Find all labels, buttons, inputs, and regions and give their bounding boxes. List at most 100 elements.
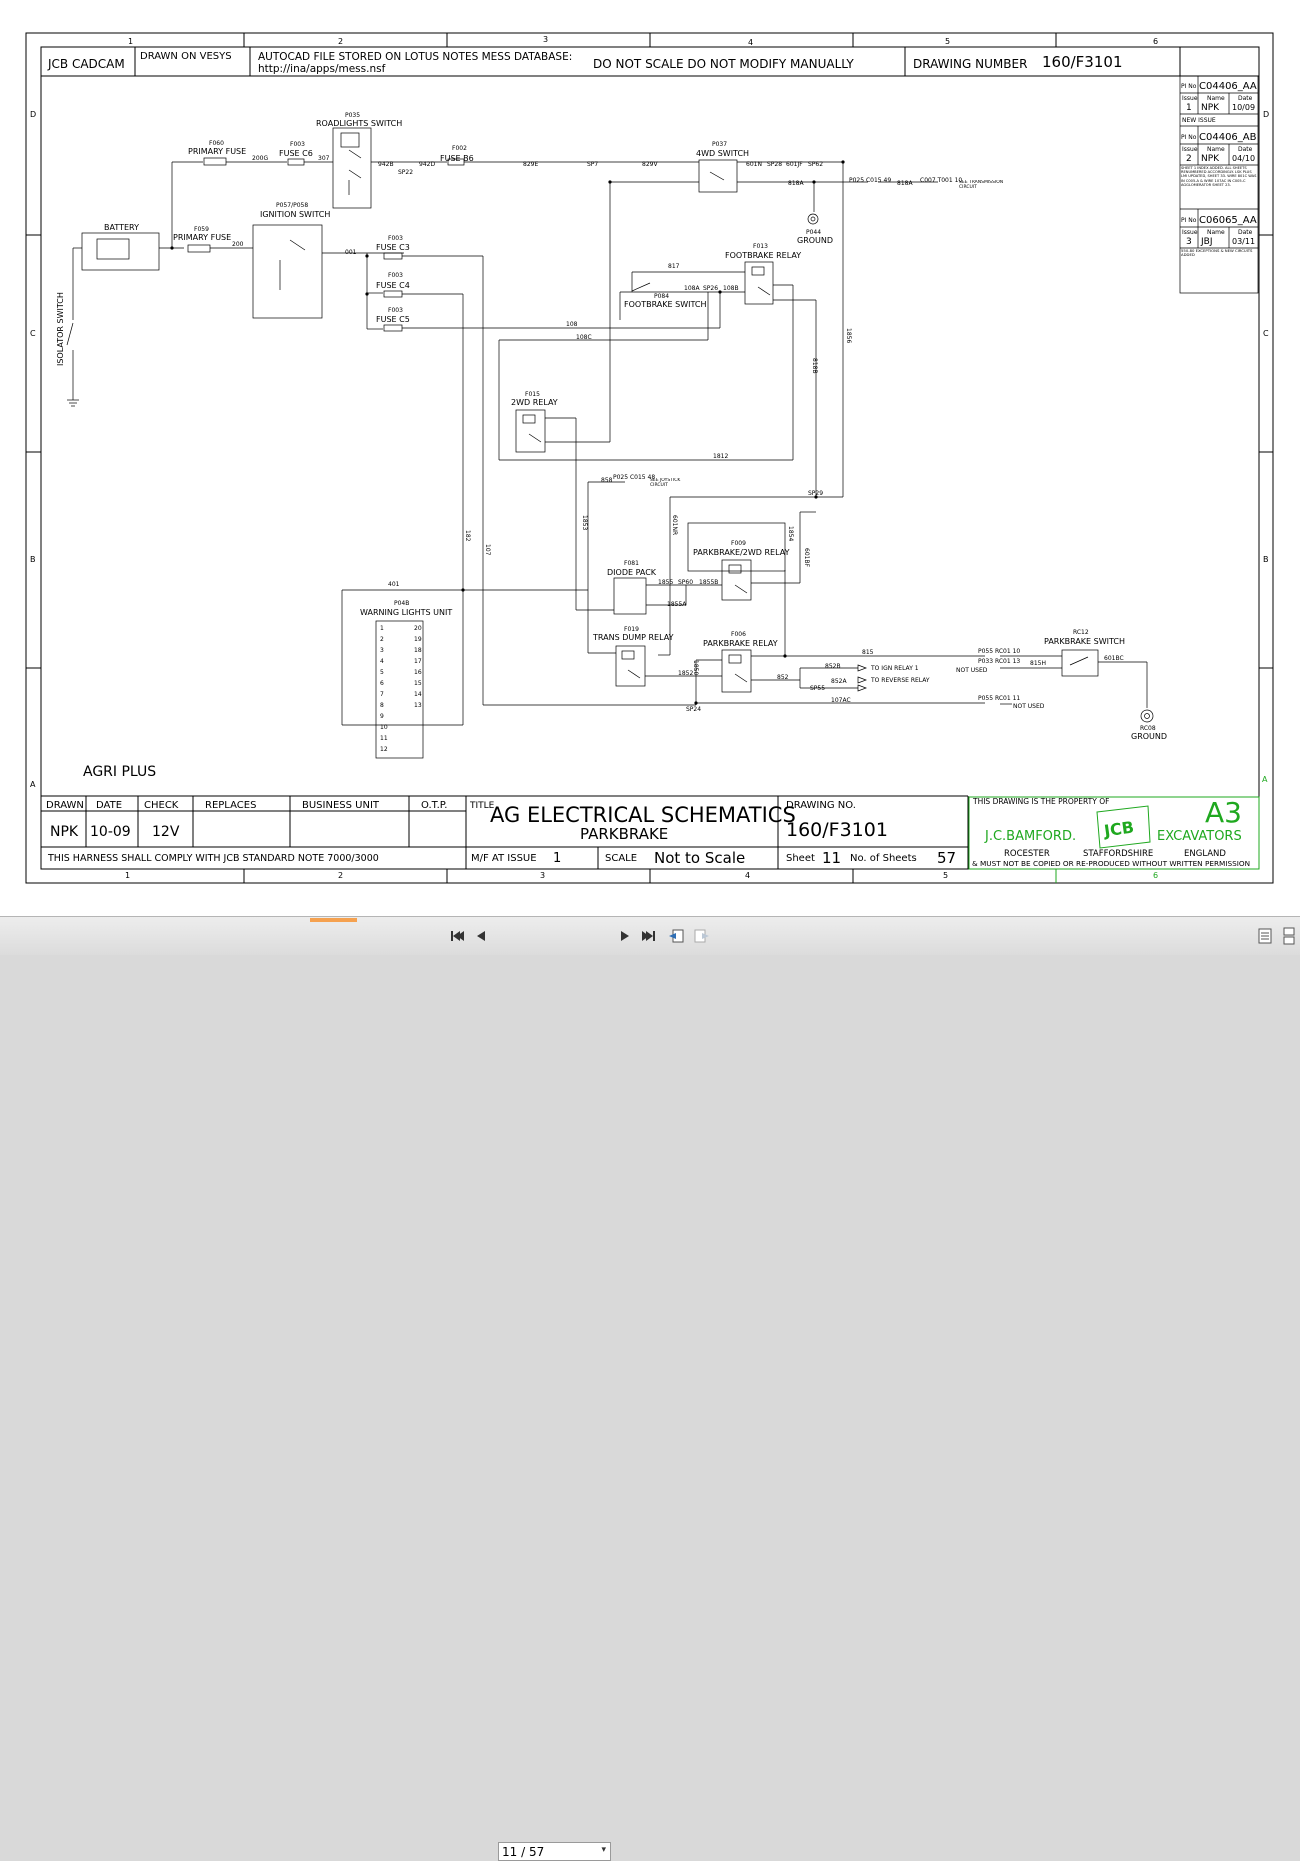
header-drawing-number-label: DRAWING NUMBER — [913, 57, 1027, 71]
page-number-field[interactable]: ▾ — [498, 1842, 611, 1861]
svg-text:15: 15 — [414, 680, 422, 687]
rev3-issue-label: Issue — [1182, 229, 1198, 236]
header-autocad-line2: http://ina/apps/mess.nsf — [258, 63, 386, 75]
tb-company-left: J.C.BAMFORD. — [984, 829, 1076, 844]
prev-view-icon[interactable] — [667, 927, 685, 945]
label-4wd: 4WD SWITCH — [696, 149, 749, 158]
rev2-issue-label: Issue — [1182, 146, 1198, 153]
tb-drawn: NPK — [50, 824, 79, 840]
svg-text:P033 RC01 13: P033 RC01 13 — [978, 658, 1020, 665]
svg-text:2: 2 — [380, 636, 384, 643]
tb-business-unit-label: BUSINESS UNIT — [302, 800, 380, 811]
rev3-date-label: Date — [1238, 229, 1253, 236]
zone-col-6-bottom: 6 — [1153, 871, 1158, 880]
svg-text:815H: 815H — [1030, 660, 1046, 667]
tb-nsheets: 57 — [937, 849, 956, 867]
rev1-name-label: Name — [1207, 95, 1225, 102]
tb-comply: THIS HARNESS SHALL COMPLY WITH JCB STAND… — [47, 853, 379, 864]
label-wlu-ref: P04B — [394, 600, 409, 607]
rev1-issue: 1 — [1186, 103, 1192, 113]
label-footbrake-relay: FOOTBRAKE RELAY — [725, 251, 801, 260]
rev2-date: 04/10 — [1232, 154, 1255, 163]
label-diode-ref: F081 — [624, 560, 639, 567]
label-footbrake-relay-ref: F013 — [753, 243, 768, 250]
label-fuse-c3-ref: F003 — [388, 235, 403, 242]
label-not-used: NOT USED — [956, 667, 988, 674]
continuous-icon[interactable] — [1280, 927, 1298, 945]
zone-row-d-right: D — [1263, 110, 1269, 119]
rev3-pi: C06065_AA — [1199, 215, 1257, 226]
svg-text:829E: 829E — [523, 161, 538, 168]
svg-text:C007 T001 10: C007 T001 10 — [920, 177, 962, 184]
label-2wd-relay: 2WD RELAY — [511, 398, 558, 407]
svg-text:1855: 1855 — [658, 579, 673, 586]
svg-text:SP55: SP55 — [810, 685, 825, 692]
next-view-icon[interactable] — [693, 927, 711, 945]
rev1-date-label: Date — [1238, 95, 1253, 102]
svg-text:20: 20 — [414, 625, 422, 632]
inner-frame — [40, 46, 1260, 870]
label-4wd-ref: P037 — [712, 141, 727, 148]
rev1-name: NPK — [1201, 103, 1220, 113]
toolbar-accent-tab — [310, 918, 357, 922]
header-drawn-on: DRAWN ON VESYS — [140, 51, 232, 62]
svg-text:818A: 818A — [788, 180, 804, 187]
label-to-reverse-relay: TO REVERSE RELAY — [870, 677, 930, 684]
svg-text:12: 12 — [380, 746, 388, 753]
tb-copy-notice: & MUST NOT BE COPIED OR RE-PRODUCED WITH… — [972, 859, 1250, 868]
svg-text:P025 C015 49: P025 C015 49 — [849, 177, 891, 184]
rev3-pi-label: PI No — [1181, 217, 1197, 224]
label-roadlights-ref: P035 — [345, 112, 360, 119]
svg-text:852: 852 — [777, 674, 789, 681]
rev2-note-box: SHEET 1 INDEX ADDED. ALL SHEETS RENUMBER… — [1181, 166, 1256, 187]
tb-sheet-label: Sheet — [786, 853, 815, 864]
single-page-icon[interactable] — [1256, 927, 1274, 945]
label-fuse-c5: FUSE C5 — [376, 315, 410, 324]
label-ground2: GROUND — [1131, 732, 1167, 741]
page-number-input[interactable] — [502, 1844, 592, 1859]
svg-text:SP62: SP62 — [808, 161, 823, 168]
revision-block — [1179, 75, 1259, 294]
label-not-used-2: NOT USED — [1013, 703, 1045, 710]
label-pbrelay: PARKBRAKE RELAY — [703, 639, 778, 648]
svg-text:SP26: SP26 — [703, 285, 718, 292]
tb-subtitle: PARKBRAKE — [580, 825, 668, 843]
zone-col-1-top: 1 — [128, 37, 133, 46]
zone-col-1-bottom: 1 — [125, 871, 130, 880]
svg-text:SP24: SP24 — [686, 706, 701, 713]
svg-text:001: 001 — [345, 249, 357, 256]
rev2-date-label: Date — [1238, 146, 1253, 153]
label-f002-ref: F002 — [452, 145, 467, 152]
label-pb2wd: PARKBRAKE/2WD RELAY — [693, 548, 790, 557]
rev3-name: JBJ — [1200, 237, 1212, 247]
tb-check: 12V — [152, 824, 180, 840]
svg-text:1856: 1856 — [845, 328, 852, 343]
svg-text:18: 18 — [414, 647, 422, 654]
zone-col-3-top: 3 — [543, 35, 548, 44]
rev3-date: 03/11 — [1232, 237, 1255, 246]
zone-col-2-top: 2 — [338, 37, 343, 46]
svg-text:16: 16 — [414, 669, 422, 676]
svg-text:601NR: 601NR — [671, 515, 678, 535]
svg-text:108B: 108B — [723, 285, 739, 292]
svg-text:817: 817 — [668, 263, 680, 270]
label-fuse-c5-ref: F003 — [388, 307, 403, 314]
label-see-transmission-box: SEE TRANSMISSION CIRCUIT — [959, 180, 1004, 190]
svg-text:852B: 852B — [825, 663, 841, 670]
label-fuse-c4-ref: F003 — [388, 272, 403, 279]
last-page-icon[interactable] — [640, 927, 658, 945]
svg-text:818A: 818A — [897, 180, 913, 187]
rev1-note: NEW ISSUE — [1182, 117, 1216, 124]
prev-page-icon[interactable] — [472, 927, 490, 945]
next-page-icon[interactable] — [616, 927, 634, 945]
label-wlu: WARNING LIGHTS UNIT — [360, 608, 452, 617]
svg-text:14: 14 — [414, 691, 422, 698]
label-transdump-ref: F019 — [624, 626, 639, 633]
label-diode: DIODE PACK — [607, 568, 657, 577]
zone-row-b-left: B — [30, 555, 36, 564]
svg-text:17: 17 — [414, 658, 422, 665]
tb-drawing-no-label: DRAWING NO. — [786, 800, 856, 811]
first-page-icon[interactable] — [448, 927, 466, 945]
label-see-transmission: SEE TRANSMISSION CIRCUIT — [959, 180, 1004, 190]
page-dropdown-arrow-icon[interactable]: ▾ — [601, 1845, 606, 1855]
